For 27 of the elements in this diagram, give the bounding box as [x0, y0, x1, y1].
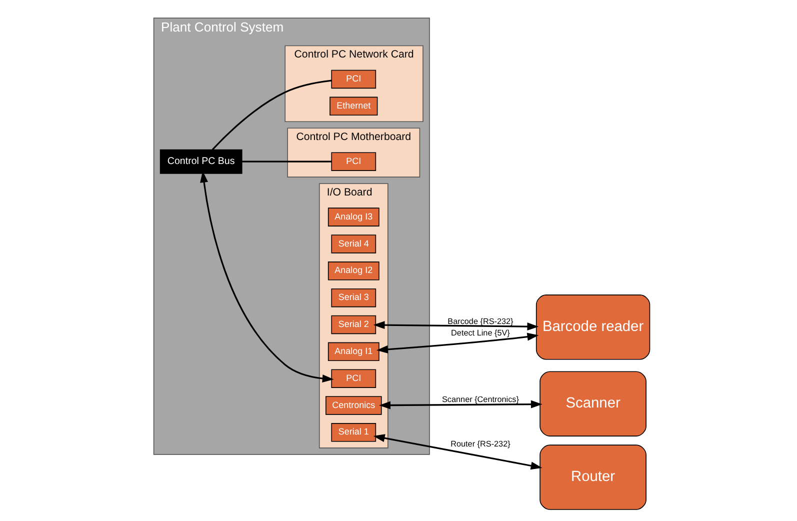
node-box: Centronics	[326, 396, 382, 415]
node-box: Serial 2	[331, 315, 376, 334]
node-box: Analog I3	[328, 208, 380, 226]
node-box: PCI	[331, 152, 376, 171]
edge-label: Router {RS-232}	[450, 439, 510, 448]
arrow	[373, 434, 542, 470]
node-box: PCI	[331, 70, 376, 89]
connector	[212, 80, 332, 150]
edge-label: Barcode {RS-232}	[448, 316, 514, 326]
node-box: Barcode reader	[536, 294, 650, 360]
arrow	[200, 171, 334, 382]
node-box: Scanner	[540, 371, 646, 436]
node-box: Serial 4	[331, 234, 376, 254]
connector	[242, 160, 332, 162]
node-box: Router	[540, 444, 646, 510]
arrow	[373, 321, 539, 331]
node-box: Analog I2	[328, 262, 380, 280]
node-box: Serial 3	[331, 288, 376, 308]
node-box: Serial 1	[331, 423, 376, 442]
node-box: PCI	[331, 369, 376, 388]
node-box: Ethernet	[330, 96, 378, 116]
node-box: Control PC Bus	[160, 149, 242, 174]
arrow	[379, 400, 542, 410]
edge-label: Detect Line {5V}	[451, 328, 510, 338]
arrow	[376, 332, 539, 354]
node-box: Analog I1	[328, 342, 380, 362]
edge-label: Scanner {Centronics}	[442, 395, 519, 404]
